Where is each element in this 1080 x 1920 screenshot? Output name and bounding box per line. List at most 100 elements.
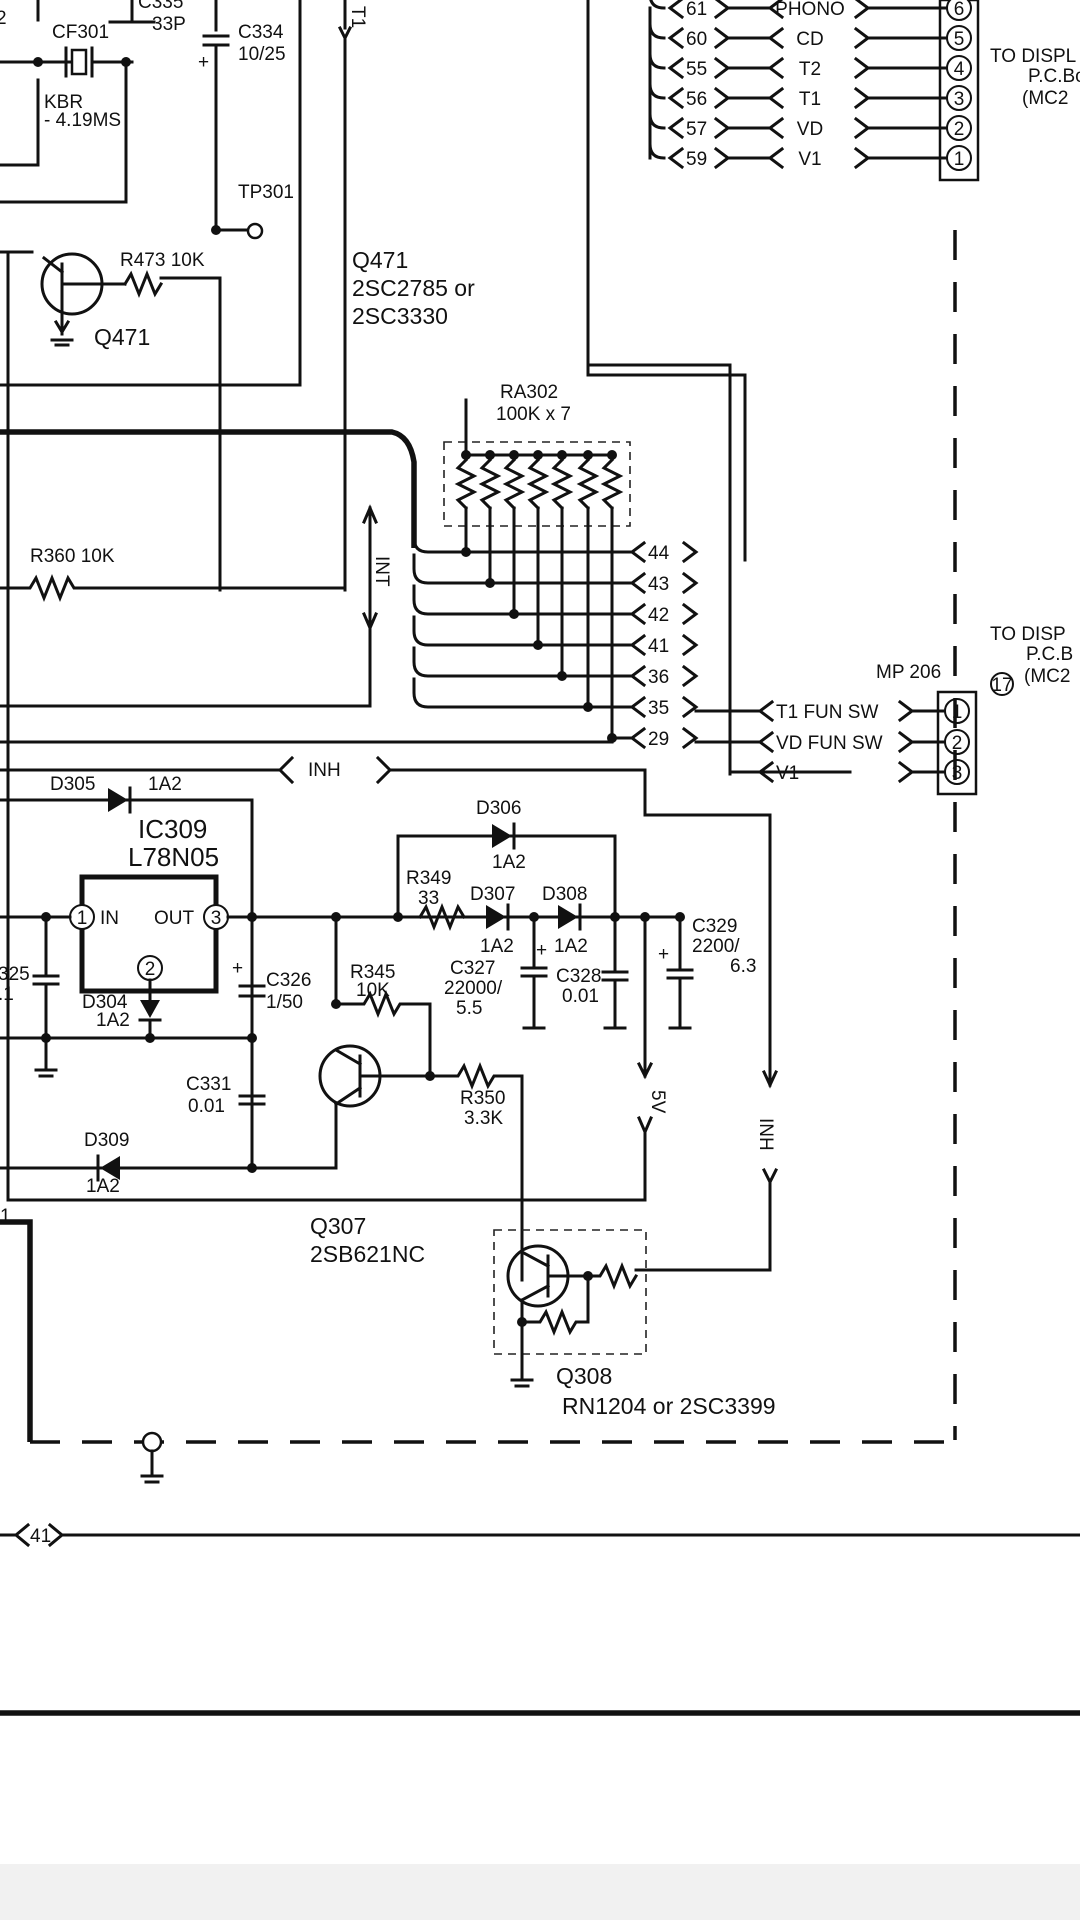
sig-label-5: CD [796,29,823,50]
ra-resistor-5 [550,457,574,511]
testpoint-label: TP301 [238,182,294,203]
net-arrow-out-44 [681,540,699,564]
dest-mp-2: P.C.B [1026,644,1073,665]
dest-top-1: TO DISPL [990,46,1076,67]
ra-resistor-7 [600,457,624,511]
net-arrow-out-57 [713,116,731,140]
net-label-61: 61 [686,0,707,20]
net-arrow-out-42 [681,602,699,626]
net41-bottom: 41 [30,1526,51,1547]
net-arrow-56 [667,86,685,110]
ra-resistor-1 [454,457,478,511]
ic309-part: L78N05 [128,842,219,872]
c335-ref: C335 [138,0,183,13]
r349-ref: R349 [406,868,451,889]
ra-node-top-6 [583,450,593,460]
d307-ref: D307 [470,884,515,905]
net-arrow-61 [667,0,685,20]
q307-part: 2SB621NC [310,1241,425,1267]
c335-value: 33P [152,14,186,35]
regulator-section: D305 1A2 IC309 L78N05 1 IN OUT 3 2 325 .… [0,774,338,1197]
ra-node-top-5 [557,450,567,460]
r349-val: 33 [418,888,439,909]
q471-section: R473 10K Q471 Q471 2SC2785 or 2SC3330 [0,247,475,1202]
net-label-36: 36 [648,667,669,688]
sig-label-4: T2 [799,59,821,80]
r350-ref: R350 [460,1088,505,1109]
sig-arrow-1 [767,146,785,170]
ra-resistor-3 [502,457,526,511]
net-label-56: 56 [686,89,707,110]
ra-node-top-4 [533,450,543,460]
net-arrow-35 [629,695,647,719]
net-label-42: 42 [648,605,669,626]
bus-branch-44 [412,522,468,554]
net-bracket-56 [648,82,666,100]
crystal-value-2: - 4.19MS [44,110,121,131]
svg-text:+: + [536,940,547,961]
bus-lines: INH INH [0,740,779,1272]
c334-ref: C334 [238,22,284,43]
q471-label: Q471 [94,324,150,350]
net-arrow-out-35 [681,695,699,719]
sig-arrow-3 [767,86,785,110]
net-label-43: 43 [648,574,669,595]
net-label-57: 57 [686,119,707,140]
bus-branch-41 [412,615,540,647]
d308-val: 1A2 [554,936,588,957]
sig-arrow-out-2 [853,116,871,140]
supply-chain: D306 1A2 R349 33 D307 1A2 D308 1A2 + C32… [6,798,756,1202]
net-arrow-44 [629,540,647,564]
mp-arrow-out-1 [897,699,915,723]
net-arrow-59 [667,146,685,170]
sig-label-6: PHONO [775,0,845,20]
d306-val: 1A2 [492,852,526,873]
c325-ref: 325 [0,964,30,985]
ra-resistor-4 [526,457,550,511]
pin-4 [946,55,972,81]
pin-number-6: 6 [954,0,965,20]
sig-arrow-out-5 [853,26,871,50]
ra302-value: 100K x 7 [496,404,571,425]
net-arrow-out-59 [713,146,731,170]
pin-6 [946,0,972,21]
net-arrow-42 [629,602,647,626]
c331-val: 0.01 [188,1096,225,1117]
sig-arrow-6 [767,0,785,20]
pin-3 [946,85,972,111]
sig-arrow-5 [767,26,785,50]
ra-resistor-6 [576,457,600,511]
d308-ref: D308 [542,884,587,905]
net-arrow-out-43 [681,571,699,595]
net-arrow-out-60 [713,26,731,50]
inh-tag-2: INH [755,1118,776,1151]
sig-label-3: T1 [799,89,821,110]
sig-arrow-out-1 [853,146,871,170]
net-bracket-60 [648,22,666,40]
inh-tag: INH [308,760,341,781]
cut-label-bottom: 1 [0,1206,11,1227]
q307-ref: Q307 [310,1213,366,1239]
ra-node-top-2 [485,450,495,460]
dest-top-3: (MC2 [1022,88,1068,109]
c328-val: 0.01 [562,986,599,1007]
net-label-60: 60 [686,29,707,50]
net-arrow-57 [667,116,685,140]
c334-value: 10/25 [238,44,286,65]
tag-5v: 5V [647,1090,668,1114]
sig-arrow-out-4 [853,56,871,80]
ic309-ref: IC309 [138,814,207,844]
vertical-tag-t1: T1 [347,6,368,28]
ra-node-top-7 [607,450,617,460]
board-boundary: 1 41 [0,230,1080,1716]
sig-arrow-out-3 [853,86,871,110]
dest-mp-1: TO DISP [990,624,1066,645]
ra302-ref: RA302 [500,382,558,403]
ra-node-top-1 [461,450,471,460]
net-arrow-out-29 [681,726,699,750]
svg-text:+: + [198,52,209,73]
net-label-41: 41 [648,636,669,657]
mp-arrow-1 [757,699,775,723]
c326-ref: C326 [266,970,311,991]
